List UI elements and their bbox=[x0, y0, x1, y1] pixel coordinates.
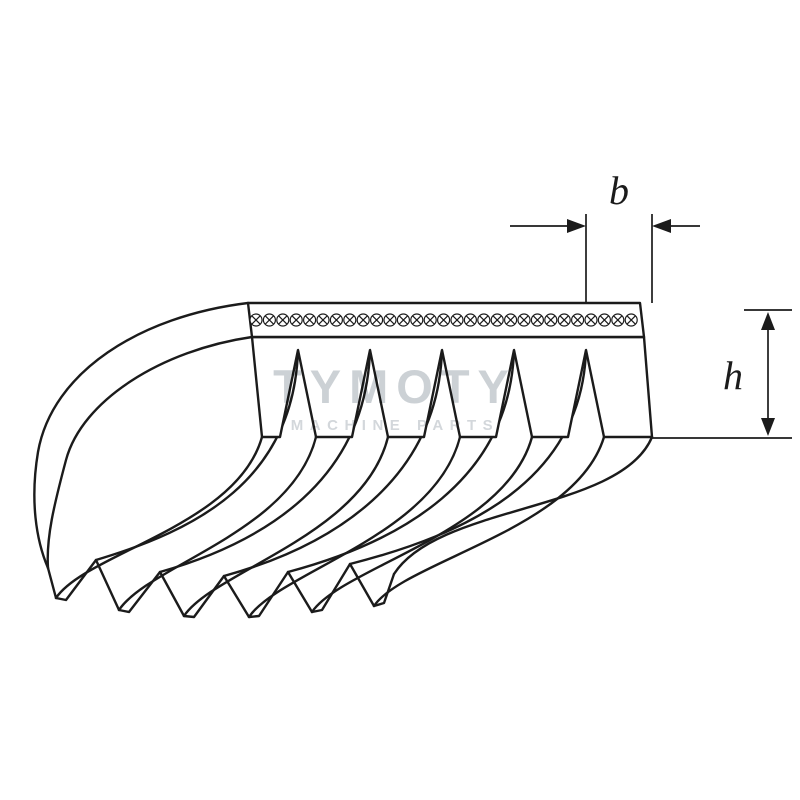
cord-symbol-x bbox=[505, 315, 516, 325]
dim-b-label: b bbox=[609, 168, 629, 213]
cord-symbol-x bbox=[371, 315, 382, 325]
cord-symbol-x bbox=[479, 315, 489, 325]
belt-rib-sweep-line bbox=[54, 435, 264, 600]
watermark-title: TYMOTY bbox=[273, 360, 517, 413]
belt-groove-sweep-line bbox=[94, 348, 300, 562]
belt-groove-sweep-line bbox=[222, 348, 444, 578]
cord-symbol-x bbox=[278, 315, 288, 325]
dim-h-arrowhead-bottom bbox=[761, 418, 775, 436]
dimension-b: b bbox=[510, 168, 700, 303]
cord-symbol-x bbox=[438, 315, 449, 325]
belt-rib-sweep-line bbox=[310, 435, 534, 614]
dim-b-arrowhead-left bbox=[567, 219, 586, 233]
belt-drawing bbox=[33, 301, 654, 619]
cord-symbol-x bbox=[613, 315, 623, 325]
cord-symbol-x bbox=[291, 315, 301, 325]
watermark: TYMOTY MACHINE PARTS bbox=[273, 360, 517, 434]
dim-h-arrowhead-top bbox=[761, 312, 775, 330]
belt-rib-sweep-line bbox=[372, 435, 606, 608]
cord-symbol-x bbox=[586, 315, 596, 325]
belt-rib-sweep-line bbox=[117, 435, 318, 612]
cord-symbol-x bbox=[452, 315, 462, 325]
cord-symbol-x bbox=[465, 315, 476, 325]
cord-symbol-x bbox=[559, 315, 569, 325]
belt-back-inner-edge bbox=[46, 335, 254, 570]
cord-symbol-x bbox=[599, 315, 610, 325]
belt-front-face bbox=[250, 335, 654, 439]
cord-symbol-x bbox=[318, 315, 328, 325]
belt-right-sweep-line bbox=[392, 435, 654, 576]
dim-b-arrowhead-right bbox=[652, 219, 671, 233]
cord-symbol-x bbox=[304, 315, 315, 325]
cord-symbol-x bbox=[251, 315, 261, 325]
cord-symbol-x bbox=[385, 315, 395, 325]
cord-symbol-x bbox=[425, 315, 435, 325]
cord-symbol-x bbox=[492, 315, 502, 325]
belt-rib-sweep-line bbox=[182, 435, 390, 618]
cord-symbol-x bbox=[398, 315, 409, 325]
cord-symbol-x bbox=[532, 315, 543, 325]
cord-symbol-x bbox=[264, 315, 275, 325]
watermark-subtitle: MACHINE PARTS bbox=[291, 417, 499, 434]
belt-groove-sweep-line bbox=[158, 348, 372, 574]
dimension-h: h bbox=[652, 309, 792, 439]
belt-rib-sweep-line bbox=[247, 435, 462, 619]
belt-end-ribs-outline bbox=[46, 558, 396, 619]
cord-symbol-x bbox=[572, 315, 583, 325]
cord-symbol-x bbox=[331, 315, 342, 325]
dim-h-label: h bbox=[723, 353, 743, 398]
cord-symbol-x bbox=[519, 315, 529, 325]
cord-symbol-x bbox=[412, 315, 422, 325]
cord-symbol-x bbox=[546, 315, 556, 325]
belt-groove-sweep-line bbox=[286, 348, 516, 574]
cord-symbol-x bbox=[358, 315, 368, 325]
cord-symbol-x bbox=[345, 315, 355, 325]
belt-back-outer-edge bbox=[33, 301, 250, 570]
cord-symbol-x bbox=[626, 315, 636, 325]
belt-groove-sweep-line bbox=[348, 348, 588, 566]
